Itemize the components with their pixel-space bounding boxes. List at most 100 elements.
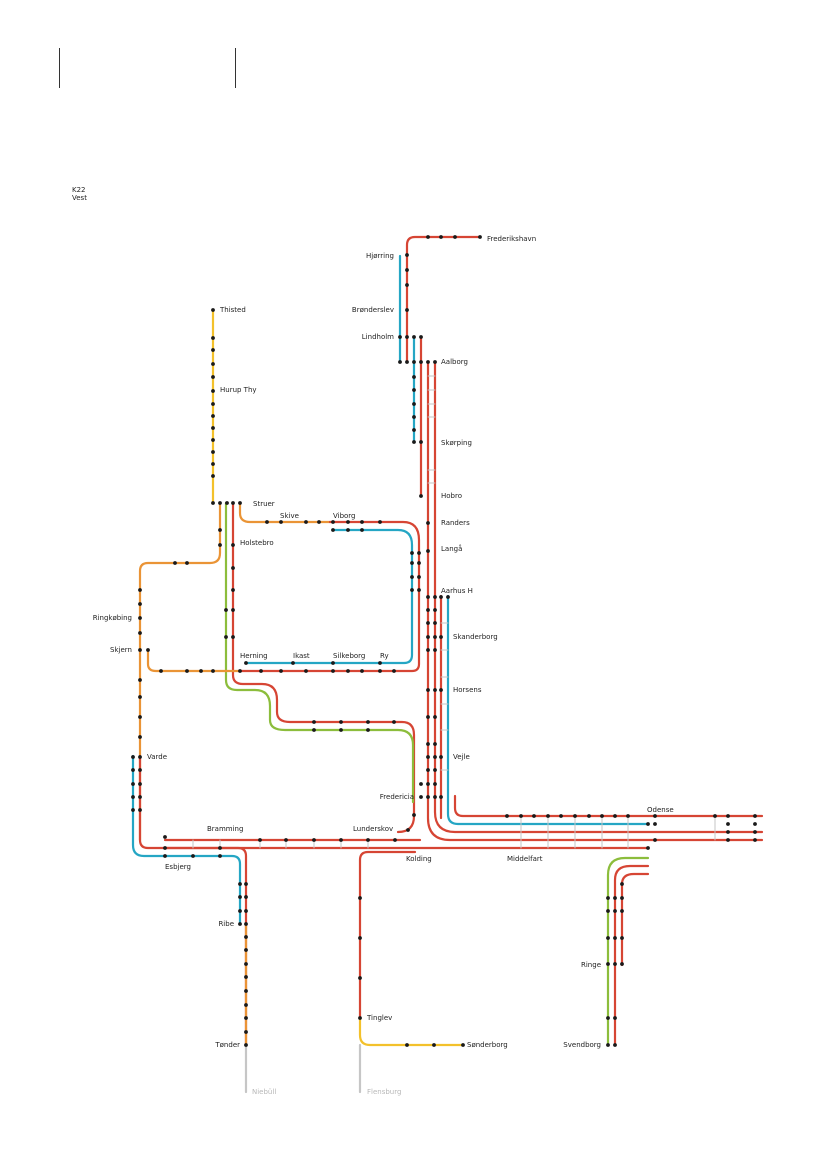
station-dot bbox=[358, 976, 362, 980]
station-dot bbox=[211, 389, 215, 393]
station-dot bbox=[417, 551, 421, 555]
station-dot bbox=[426, 549, 430, 553]
station-dot bbox=[439, 595, 443, 599]
station-dot bbox=[426, 235, 430, 239]
station-dot bbox=[426, 621, 430, 625]
label-varde: Varde bbox=[147, 753, 167, 761]
station-dot bbox=[163, 854, 167, 858]
station-dot bbox=[378, 669, 382, 673]
station-dot bbox=[613, 936, 617, 940]
station-dot bbox=[433, 648, 437, 652]
station-dot bbox=[138, 735, 142, 739]
station-dot bbox=[653, 814, 657, 818]
station-dot bbox=[433, 755, 437, 759]
station-dot bbox=[331, 520, 335, 524]
label-ringkobing: Ringkøbing bbox=[93, 614, 132, 622]
station-dot bbox=[398, 335, 402, 339]
line-viborg-langaa-blue bbox=[244, 528, 414, 665]
label-vejle: Vejle bbox=[453, 753, 470, 761]
line-frederikshavn bbox=[405, 235, 482, 364]
station-dot bbox=[753, 822, 757, 826]
station-dot bbox=[613, 962, 617, 966]
station-dot bbox=[606, 909, 610, 913]
station-dot bbox=[426, 715, 430, 719]
station-dot bbox=[259, 669, 263, 673]
station-dot bbox=[419, 440, 423, 444]
station-dot bbox=[753, 838, 757, 842]
station-dot bbox=[138, 768, 142, 772]
line-tinglev bbox=[358, 850, 417, 1020]
label-skjern: Skjern bbox=[110, 646, 132, 654]
station-dot bbox=[339, 838, 343, 842]
station-dot bbox=[433, 621, 437, 625]
line-ringe-red bbox=[613, 864, 650, 1047]
station-dot bbox=[419, 335, 423, 339]
station-dot bbox=[138, 755, 142, 759]
station-dot bbox=[231, 608, 235, 612]
line-svendborg-green bbox=[606, 856, 650, 1047]
station-dot bbox=[426, 521, 430, 525]
station-dot bbox=[419, 795, 423, 799]
station-dot bbox=[433, 688, 437, 692]
station-dot bbox=[613, 1016, 617, 1020]
station-dot bbox=[433, 595, 437, 599]
station-dot bbox=[238, 909, 242, 913]
label-aarhus-h: Aarhus H bbox=[441, 587, 473, 595]
station-dot bbox=[439, 635, 443, 639]
station-labels: Frederikshavn Hjørring Brønderslev Lindh… bbox=[93, 235, 674, 1096]
label-skorping: Skørping bbox=[441, 439, 472, 447]
station-dot bbox=[138, 782, 142, 786]
station-dot bbox=[419, 360, 423, 364]
station-dot bbox=[406, 828, 410, 832]
station-dot bbox=[426, 595, 430, 599]
station-dot bbox=[331, 528, 335, 532]
station-dot bbox=[410, 575, 414, 579]
label-ikast: Ikast bbox=[293, 652, 310, 660]
station-dot bbox=[646, 822, 650, 826]
station-dot bbox=[417, 588, 421, 592]
station-dot bbox=[346, 669, 350, 673]
station-dot bbox=[478, 235, 482, 239]
station-dot bbox=[244, 962, 248, 966]
station-dot bbox=[224, 608, 228, 612]
station-dot bbox=[163, 846, 167, 850]
label-horsens: Horsens bbox=[453, 686, 482, 694]
label-odense: Odense bbox=[647, 806, 674, 814]
station-dot bbox=[405, 1043, 409, 1047]
station-dot bbox=[358, 896, 362, 900]
header-divider-left bbox=[59, 48, 60, 88]
label-silkeborg: Silkeborg bbox=[333, 652, 365, 660]
line-holstebro-herning-green bbox=[224, 501, 415, 804]
station-dot bbox=[279, 520, 283, 524]
station-dot bbox=[211, 669, 215, 673]
station-dot bbox=[199, 669, 203, 673]
label-viborg: Viborg bbox=[333, 512, 356, 520]
station-dot bbox=[461, 1043, 465, 1047]
station-dot bbox=[726, 822, 730, 826]
station-dot bbox=[138, 808, 142, 812]
station-dot bbox=[131, 795, 135, 799]
station-dot bbox=[244, 895, 248, 899]
station-dot bbox=[231, 635, 235, 639]
station-dot bbox=[433, 742, 437, 746]
station-dot bbox=[600, 814, 604, 818]
station-dots bbox=[131, 235, 757, 1047]
station-dot bbox=[131, 755, 135, 759]
station-dot bbox=[238, 882, 242, 886]
station-dot bbox=[366, 720, 370, 724]
station-dot bbox=[346, 528, 350, 532]
station-dot bbox=[366, 728, 370, 732]
station-dot bbox=[138, 678, 142, 682]
label-bronderslev: Brønderslev bbox=[352, 306, 394, 314]
station-dot bbox=[291, 661, 295, 665]
station-dot bbox=[606, 1016, 610, 1020]
station-dot bbox=[433, 608, 437, 612]
station-dot bbox=[412, 360, 416, 364]
station-dot bbox=[211, 336, 215, 340]
line-aarhus-blue bbox=[446, 594, 650, 826]
station-dot bbox=[439, 795, 443, 799]
station-dot bbox=[244, 975, 248, 979]
station-dot bbox=[433, 635, 437, 639]
label-struer: Struer bbox=[253, 500, 275, 508]
station-dot bbox=[606, 896, 610, 900]
